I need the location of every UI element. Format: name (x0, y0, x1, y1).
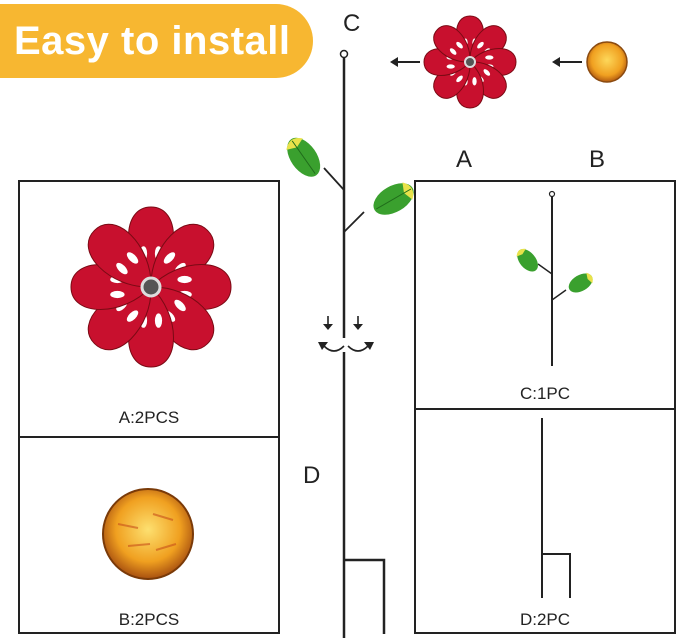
glass-ball-large-icon (102, 488, 194, 580)
assembled-stake-illustration (286, 49, 414, 638)
arrow-down-icon (323, 316, 333, 330)
arrow-left-icon (552, 57, 582, 67)
leaf-stem-icon (516, 190, 593, 366)
panel-d: D:2PC (414, 408, 676, 634)
caption-a: A:2PCS (118, 408, 180, 427)
panel-b: B:2PCS (18, 436, 280, 634)
banner-text: Easy to install (14, 18, 291, 63)
rotate-arrow-icon (318, 342, 374, 352)
easy-to-install-banner: Easy to install (0, 4, 313, 78)
arrow-down-icon (353, 316, 363, 330)
label-a-top: A (456, 146, 473, 173)
flower-small-icon (423, 15, 517, 109)
label-d-middle: D (303, 462, 321, 489)
caption-c: C:1PC (519, 384, 571, 403)
ground-stake-icon (541, 418, 571, 598)
flower-large-icon (70, 206, 232, 368)
panel-c: C:1PC (414, 180, 676, 410)
label-c-top: C (343, 10, 361, 37)
panel-a: A:2PCS (18, 180, 280, 438)
label-b-top: B (589, 146, 606, 173)
glass-ball-small-icon (586, 41, 628, 83)
caption-d: D:2PC (519, 610, 571, 629)
caption-b: B:2PCS (118, 610, 180, 629)
arrow-left-icon (390, 57, 420, 67)
